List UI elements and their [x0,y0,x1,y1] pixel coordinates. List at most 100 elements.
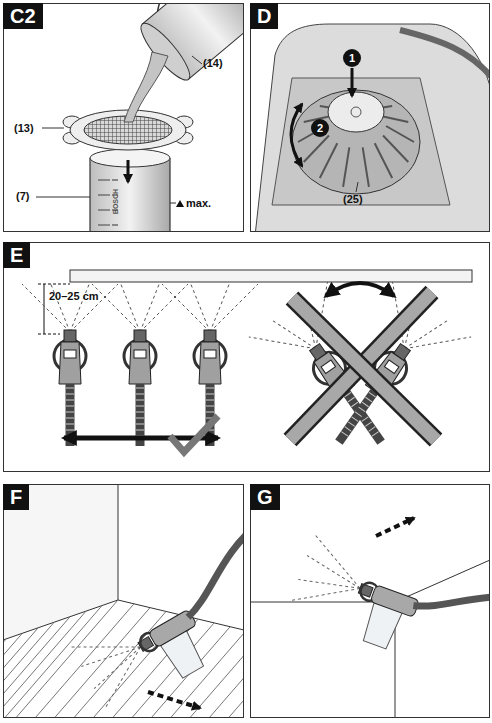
panel-art [36,3,244,232]
gun-body [59,342,81,384]
hose-rib [66,400,74,401]
callout-number: (13) [14,122,34,134]
cross-mark [292,298,436,440]
leader-line [356,182,358,192]
paint-container [90,158,170,232]
floor-plank [212,654,244,718]
scale-tick [98,195,110,196]
hose-rib [136,430,144,431]
gun-body [199,342,221,384]
figure-panel: E [3,242,490,472]
fill-level-mark: max. [186,197,211,209]
housing-edge [400,30,490,80]
hose [165,523,244,617]
floor-plank [228,658,244,718]
knob-ridge [320,143,337,178]
spray-line [121,284,140,332]
spray-line [88,647,158,708]
hose-rib [348,397,355,402]
hose-rib [355,412,362,417]
gun-body [129,342,151,384]
panel-letter: F [3,484,29,510]
wall-corner [118,484,119,600]
hose-rib [136,400,144,401]
spray-line [162,284,210,332]
hose [339,391,375,442]
knob-ridge [383,116,408,122]
spray-line [70,617,140,678]
floor-plank [196,650,244,718]
tilt-arrow [326,283,394,296]
floor-plank [3,606,102,718]
hose-rib [66,394,74,395]
spray-line [140,284,188,332]
callout-number: (14) [203,57,223,69]
hose-rib [206,406,214,407]
spray-line [92,284,140,332]
control-recess [272,78,450,205]
knob-ridge [386,126,414,142]
gun-detail [134,350,146,358]
gun-detail [64,350,76,358]
spray-line [303,555,365,588]
max-line [170,203,176,204]
spray-line [191,284,210,332]
bucket-handle [146,3,211,11]
panel-letter: G [250,484,280,510]
container-rim [90,149,170,167]
spray-line [210,284,229,332]
hose-rib [369,427,376,432]
floor-plank [3,611,86,718]
spray-gun [92,284,188,446]
paint-stream [124,52,168,122]
hose-rib [66,424,74,425]
knob-symbol [351,107,361,117]
scale-tick [98,180,110,181]
cross-mark [292,298,436,440]
hose-rib [136,418,144,419]
figure-panel: G [250,484,490,718]
step-number-text: 1 [349,53,355,64]
move-arrow [148,692,200,708]
gun-detail [321,360,335,373]
hose-rib [66,406,74,407]
nozzle [134,330,146,342]
wall [3,484,118,640]
spray-gun [22,284,118,446]
dimension-extension [38,334,60,335]
panel-letter: D [250,3,278,29]
floor-plank [3,600,118,718]
floor-plank [20,608,150,718]
spray-line [298,568,360,601]
leader-line [36,197,90,198]
hose-rib [362,417,369,422]
floor-plank [84,623,214,718]
step-number-text: 2 [317,123,323,134]
knob-ridge [343,147,349,186]
spray-line [291,568,360,622]
hose-rib [369,392,376,397]
device-housing [255,24,490,232]
fill-arrow [127,160,130,182]
paint-bucket [123,3,244,86]
knob-cap [328,92,384,132]
hose-rib [66,412,74,413]
hose-rib [66,430,74,431]
spray-gun [249,282,421,470]
knob-ridge [363,147,369,186]
panel-art [22,270,472,470]
spray-line [210,284,258,332]
move-arrow [376,518,414,536]
hose-rib [66,418,74,419]
scale-tick [98,210,110,211]
floor-plank [36,612,166,718]
hose-rib [365,422,372,427]
hose-rib [136,424,144,425]
hose-rib [341,432,348,437]
hose-rib [351,402,358,407]
check-mark [170,416,218,452]
hose-rib [66,388,74,389]
